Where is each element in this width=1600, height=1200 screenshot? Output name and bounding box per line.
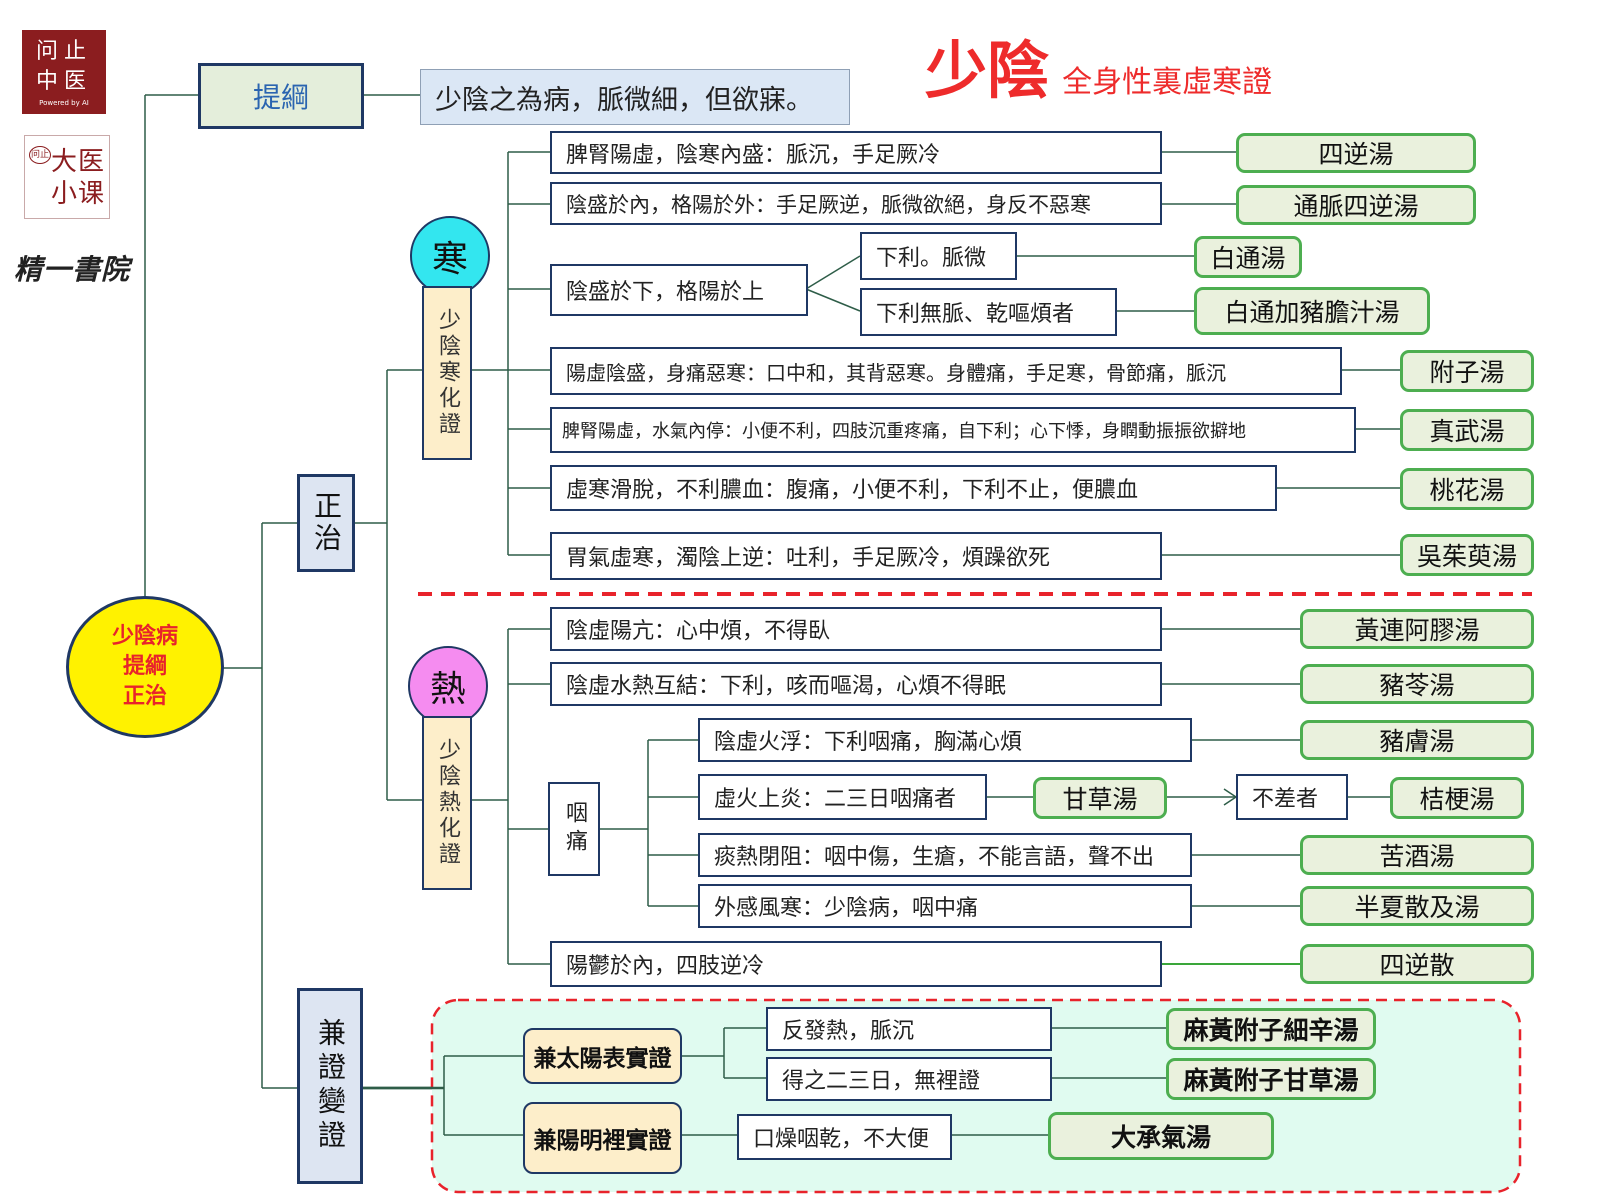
rx-wuzhuyu: 吳茱萸湯 — [1400, 534, 1534, 576]
throat-row-1: 陰虛火浮：下利咽痛，胸滿心煩 — [698, 718, 1192, 762]
rx-zhuling: 豬苓湯 — [1300, 664, 1534, 704]
logo-jingyi: 精一書院 — [14, 253, 131, 286]
taiyang-row-2: 得之二三日，無裡證 — [766, 1057, 1052, 1101]
rx-huanglian-ejiao: 黃連阿膠湯 — [1300, 609, 1534, 649]
cold-row-2: 陰盛於內，格陽於外：手足厥逆，脈微欲絕，身反不惡寒 — [550, 182, 1162, 225]
rx-baitong: 白通湯 — [1194, 236, 1302, 278]
cold-row-6: 虛寒滑脫，不利膿血：腹痛，小便不利，下利不止，便膿血 — [550, 465, 1277, 511]
rx-zhufu: 豬膚湯 — [1300, 720, 1534, 760]
throat-row-3: 痰熱閉阻：咽中傷，生瘡，不能言語，聲不出 — [698, 833, 1192, 877]
root-node: 少陰病 提綱 正治 — [66, 596, 224, 738]
rx-baitong-zhudan: 白通加豬膽汁湯 — [1194, 287, 1430, 335]
yangming-label: 兼陽明裡實證 — [523, 1102, 682, 1174]
taiyang-label: 兼太陽表實證 — [523, 1028, 682, 1084]
rx-tongmai-sini: 通脈四逆湯 — [1236, 185, 1476, 225]
rx-sini-san: 四逆散 — [1300, 944, 1534, 984]
rx-fuzi: 附子湯 — [1400, 350, 1534, 392]
cold-label: 少陰寒化證 — [422, 286, 472, 460]
heat-row-last: 陽鬱於內，四肢逆冷 — [550, 941, 1162, 987]
rx-zhenwu: 真武湯 — [1400, 409, 1534, 451]
tigang-text: 少陰之為病，脈微細，但欲寐。 — [420, 69, 850, 125]
rx-kujiu: 苦酒湯 — [1300, 835, 1534, 875]
logo-daxiao: 问止 大医小课 — [24, 135, 110, 219]
logo-wenzhi-sub: Powered by AI — [39, 99, 89, 107]
throat-label: 咽痛 — [548, 782, 600, 876]
cold-row-3: 陰盛於下，格陽於上 — [550, 264, 808, 316]
rx-gancao: 甘草湯 — [1033, 777, 1167, 819]
rx-sini: 四逆湯 — [1236, 133, 1476, 173]
heat-row-2: 陰虛水熱互結：下利，咳而嘔渴，心煩不得眠 — [550, 662, 1162, 706]
logo-daxiao-seal: 问止 — [29, 146, 51, 164]
throat-row-2-then: 不差者 — [1236, 774, 1348, 820]
cold-row-3-sub-1: 下利。脈微 — [860, 232, 1017, 280]
heat-circle: 熱 — [408, 646, 488, 726]
logo-daxiao-text: 大医小课 — [51, 147, 106, 209]
rx-jiegeng: 桔梗湯 — [1390, 777, 1524, 819]
logo-wenzhi: 问止中医 Powered by AI — [22, 30, 106, 114]
title-main: 少陰 — [925, 34, 1050, 107]
cold-row-1: 脾腎陽虛，陰寒內盛：脈沉，手足厥冷 — [550, 131, 1162, 174]
rx-mahuang-gancao: 麻黃附子甘草湯 — [1166, 1058, 1376, 1100]
branch-jianzheng: 兼證變證 — [297, 988, 363, 1184]
cold-row-5: 脾腎陽虛，水氣內停：小便不利，四肢沉重疼痛，自下利；心下悸，身瞤動振振欲擗地 — [550, 407, 1356, 453]
yangming-row-1: 口燥咽乾，不大便 — [737, 1114, 952, 1160]
logo-wenzhi-text: 问止中医 — [35, 39, 92, 94]
throat-row-4: 外感風寒：少陰病，咽中痛 — [698, 884, 1192, 928]
root-line-2: 提綱 — [122, 654, 167, 679]
page-title: 少陰 全身性裏虛寒證 — [925, 20, 1272, 110]
rx-dachengqi: 大承氣湯 — [1048, 1112, 1274, 1160]
heat-label: 少陰熱化證 — [422, 716, 472, 890]
root-line-1: 少陰病 — [111, 624, 178, 649]
title-sub: 全身性裏虛寒證 — [1062, 65, 1273, 100]
branch-tigang: 提綱 — [198, 63, 364, 129]
rx-mahuang-xixin: 麻黃附子細辛湯 — [1166, 1008, 1376, 1050]
root-line-3: 正治 — [122, 684, 167, 709]
heat-row-1: 陰虛陽亢：心中煩，不得臥 — [550, 607, 1162, 651]
branch-zhengzhi: 正治 — [297, 474, 355, 572]
rx-taohua: 桃花湯 — [1400, 468, 1534, 510]
rx-banxia: 半夏散及湯 — [1300, 886, 1534, 926]
cold-circle: 寒 — [410, 216, 490, 296]
cold-row-7: 胃氣虛寒，濁陰上逆：吐利，手足厥冷，煩躁欲死 — [550, 532, 1162, 580]
taiyang-row-1: 反發熱，脈沉 — [766, 1007, 1052, 1051]
cold-row-4: 陽虛陰盛，身痛惡寒：口中和，其背惡寒。身體痛，手足寒，骨節痛，脈沉 — [550, 347, 1342, 395]
throat-row-2: 虛火上炎：二三日咽痛者 — [698, 774, 987, 820]
cold-row-3-sub-2: 下利無脈、乾嘔煩者 — [860, 288, 1117, 336]
